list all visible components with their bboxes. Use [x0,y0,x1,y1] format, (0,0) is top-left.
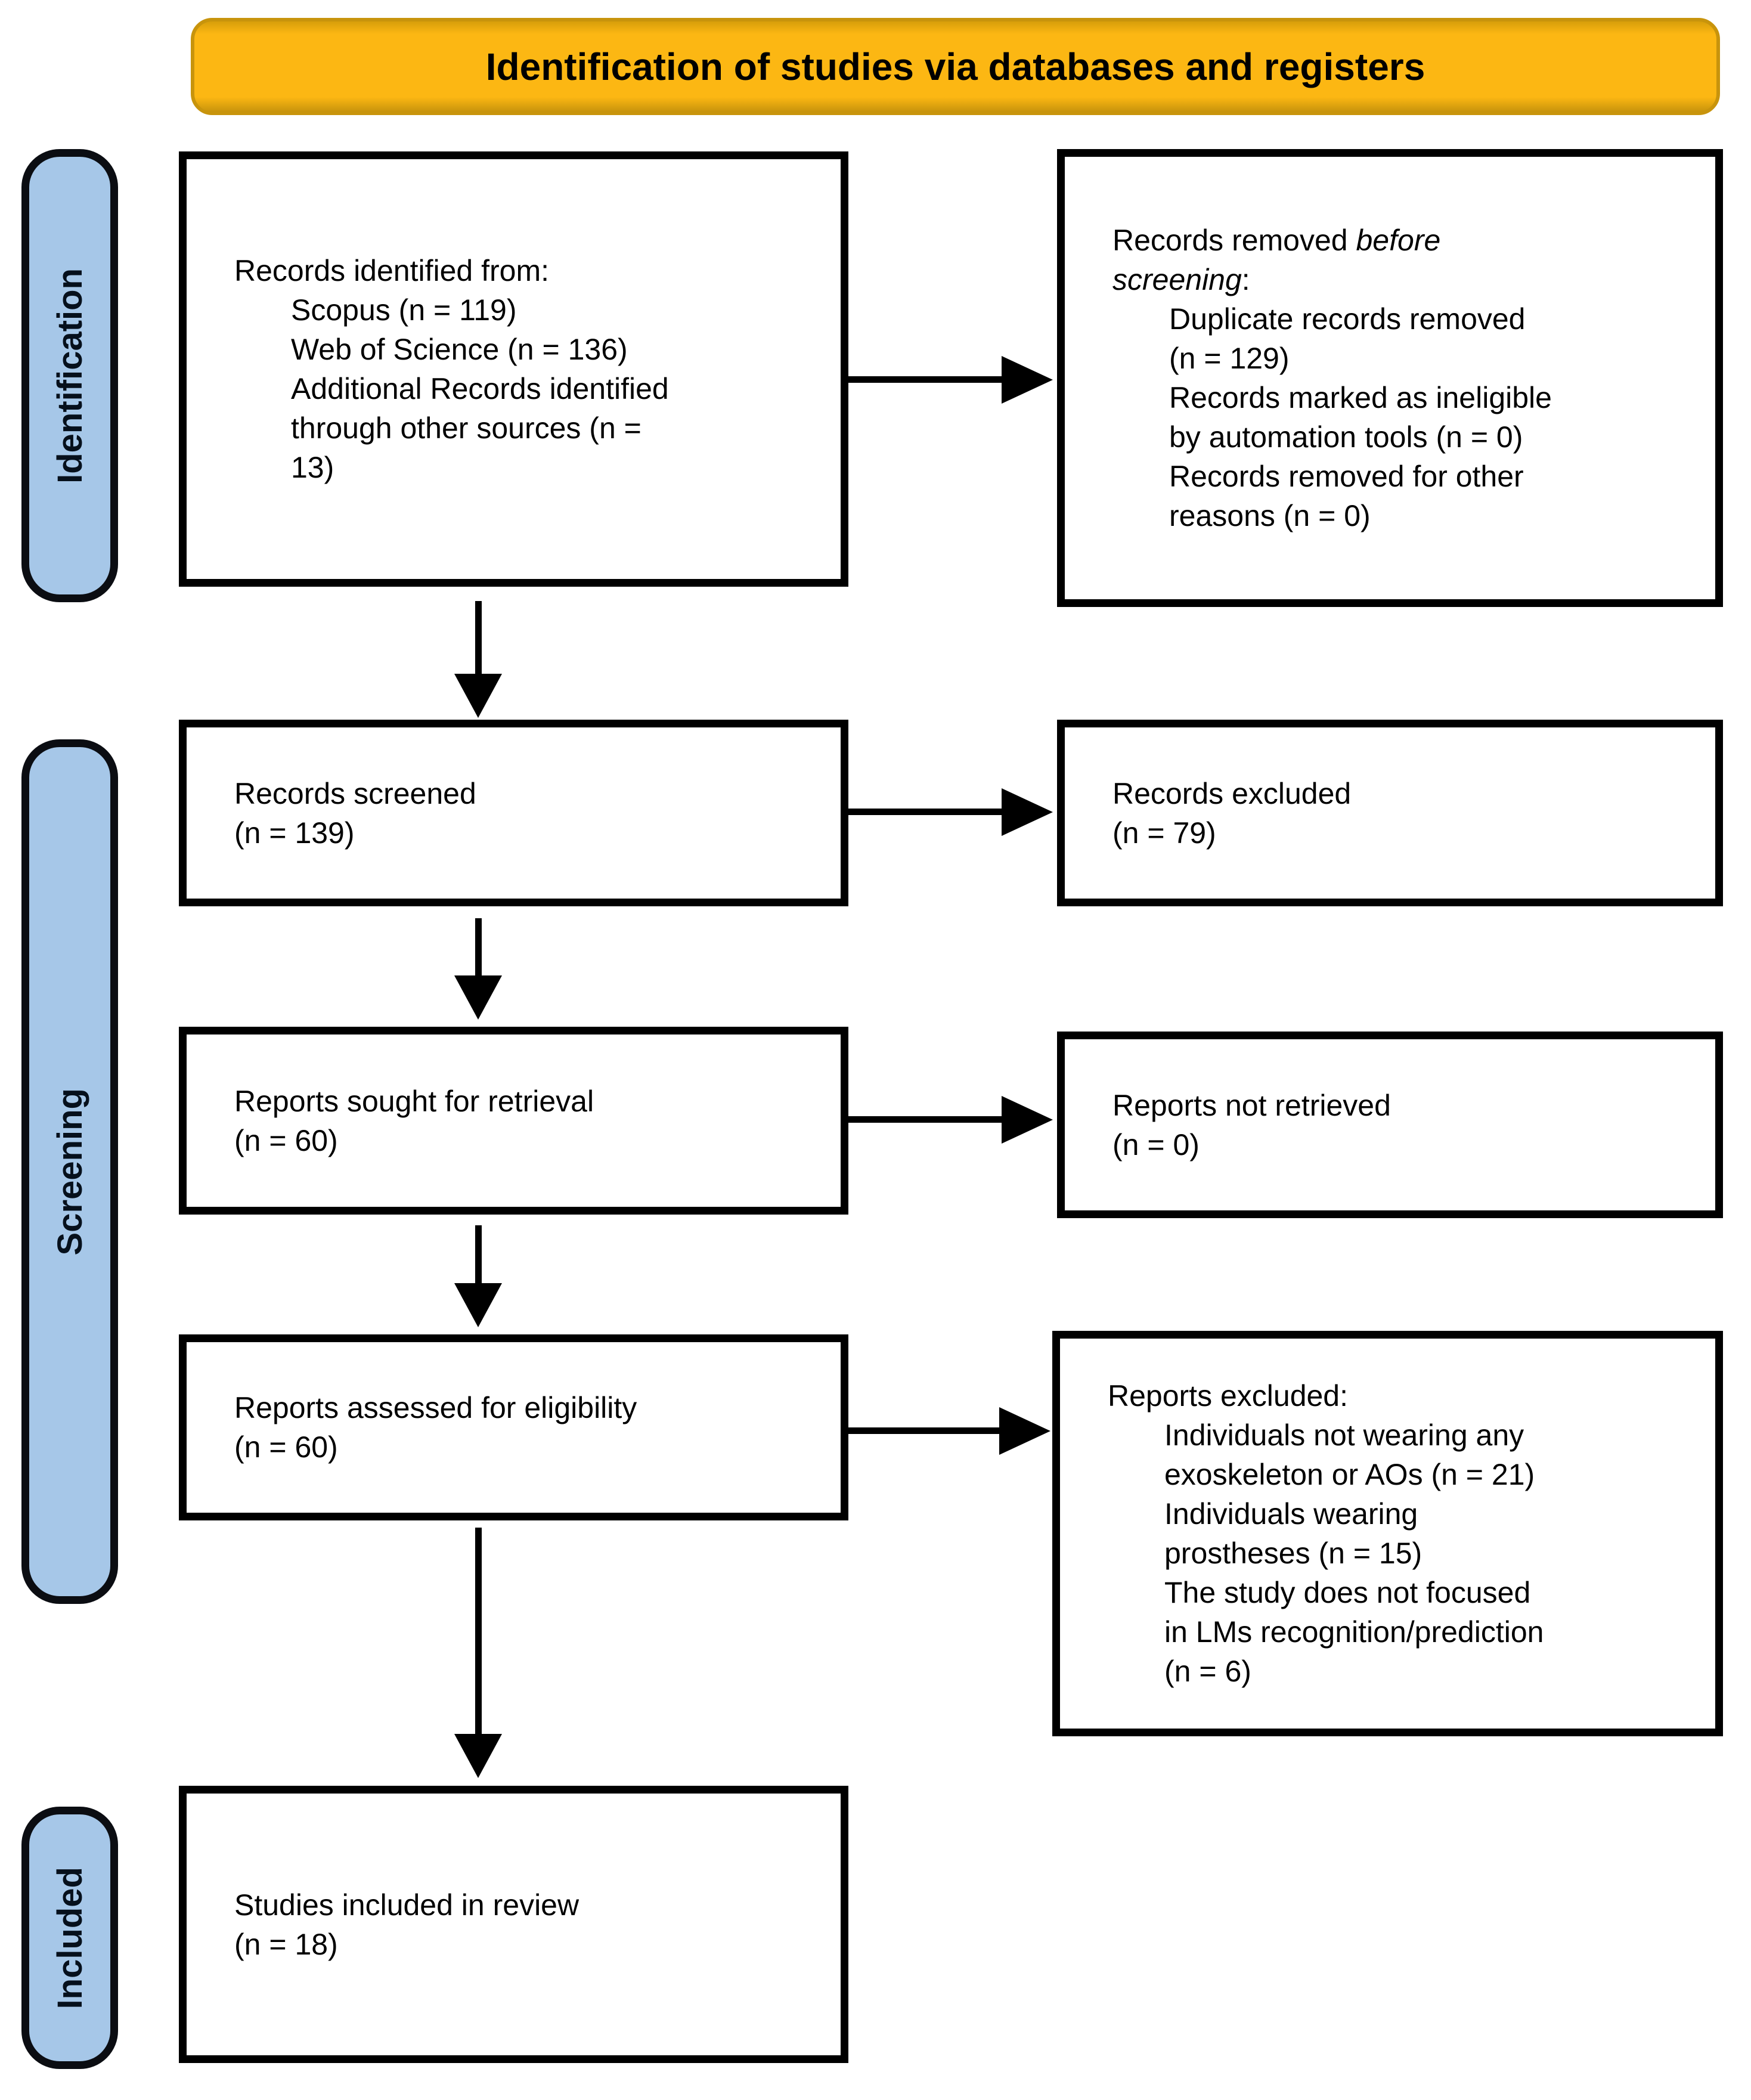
box-records-removed-item: Duplicate records removed (n = 129) [1169,302,1526,375]
box-studies-included-line1: Studies included in review [234,1888,579,1922]
box-records-removed-title: Records removed before screening: [1112,221,1494,299]
stage-included: Included [21,1807,118,2069]
arrow-down-line [475,601,482,679]
stage-screening: Screening [21,739,118,1604]
box-records-removed-title-colon: : [1241,263,1250,296]
arrow-right-head-icon [999,1407,1050,1455]
box-reports-sought-line1: Reports sought for retrieval [234,1084,594,1118]
stage-screening-label: Screening [50,1088,89,1256]
box-reports-not-retrieved-line1: Reports not retrieved [1112,1088,1391,1122]
box-reports-not-retrieved: Reports not retrieved (n = 0) [1057,1032,1723,1218]
box-records-screened-line2: (n = 139) [234,816,355,850]
box-records-identified-item: Scopus (n = 119) [291,293,517,327]
box-records-removed-title-text: Records removed [1112,224,1356,257]
box-reports-assessed: Reports assessed for eligibility (n = 60… [179,1334,848,1520]
arrow-right-head-icon [1002,356,1053,404]
arrow-down-head-icon [454,975,502,1020]
box-records-screened-line1: Records screened [234,776,476,810]
title-banner: Identification of studies via databases … [191,18,1720,115]
title-banner-label: Identification of studies via databases … [485,45,1425,88]
arrow-right-line [848,1116,1003,1123]
box-records-identified: Records identified from: Scopus (n = 119… [179,151,848,587]
box-records-screened: Records screened (n = 139) [179,720,848,906]
box-reports-excluded: Reports excluded: Individuals not wearin… [1052,1331,1723,1736]
box-records-excluded: Records excluded (n = 79) [1057,720,1723,906]
box-records-removed-item: Records marked as ineligible by automati… [1169,381,1552,454]
arrow-down-line [475,918,482,979]
arrow-right-head-icon [1002,1096,1053,1144]
box-records-identified-title: Records identified from: [234,254,550,287]
box-reports-excluded-item: Individuals wearing prostheses (n = 15) [1164,1497,1423,1570]
arrow-down-head-icon [454,674,502,718]
box-studies-included: Studies included in review (n = 18) [179,1786,848,2063]
box-reports-sought: Reports sought for retrieval (n = 60) [179,1027,848,1215]
box-records-excluded-line2: (n = 79) [1112,816,1216,850]
stage-included-label: Included [50,1866,89,2009]
arrow-down-head-icon [454,1734,502,1778]
arrow-down-head-icon [454,1283,502,1327]
box-records-identified-item: Web of Science (n = 136) [291,333,628,366]
box-reports-excluded-item: The study does not focused in LMs recogn… [1164,1576,1544,1688]
box-reports-excluded-item: Individuals not wearing any exoskeleton … [1164,1418,1535,1491]
box-records-identified-item: Additional Records identified through ot… [291,372,669,484]
stage-identification: Identification [21,149,118,602]
box-reports-assessed-line1: Reports assessed for eligibility [234,1391,637,1424]
box-reports-assessed-line2: (n = 60) [234,1430,338,1464]
box-reports-sought-line2: (n = 60) [234,1123,338,1157]
box-studies-included-line2: (n = 18) [234,1927,338,1961]
stage-identification-label: Identification [50,268,89,484]
arrow-right-line [848,809,1003,815]
arrow-right-line [848,1427,1000,1434]
box-records-excluded-line1: Records excluded [1112,776,1352,810]
arrow-right-line [848,376,1003,383]
box-records-removed-title-italic: before screening [1112,224,1441,296]
box-reports-not-retrieved-line2: (n = 0) [1112,1128,1200,1161]
arrow-down-line [475,1528,482,1737]
box-records-removed: Records removed before screening: Duplic… [1057,149,1723,607]
arrow-right-head-icon [1002,788,1053,836]
box-records-removed-item: Records removed for other reasons (n = 0… [1169,460,1524,532]
box-reports-excluded-title: Reports excluded: [1108,1379,1349,1413]
arrow-down-line [475,1225,482,1287]
